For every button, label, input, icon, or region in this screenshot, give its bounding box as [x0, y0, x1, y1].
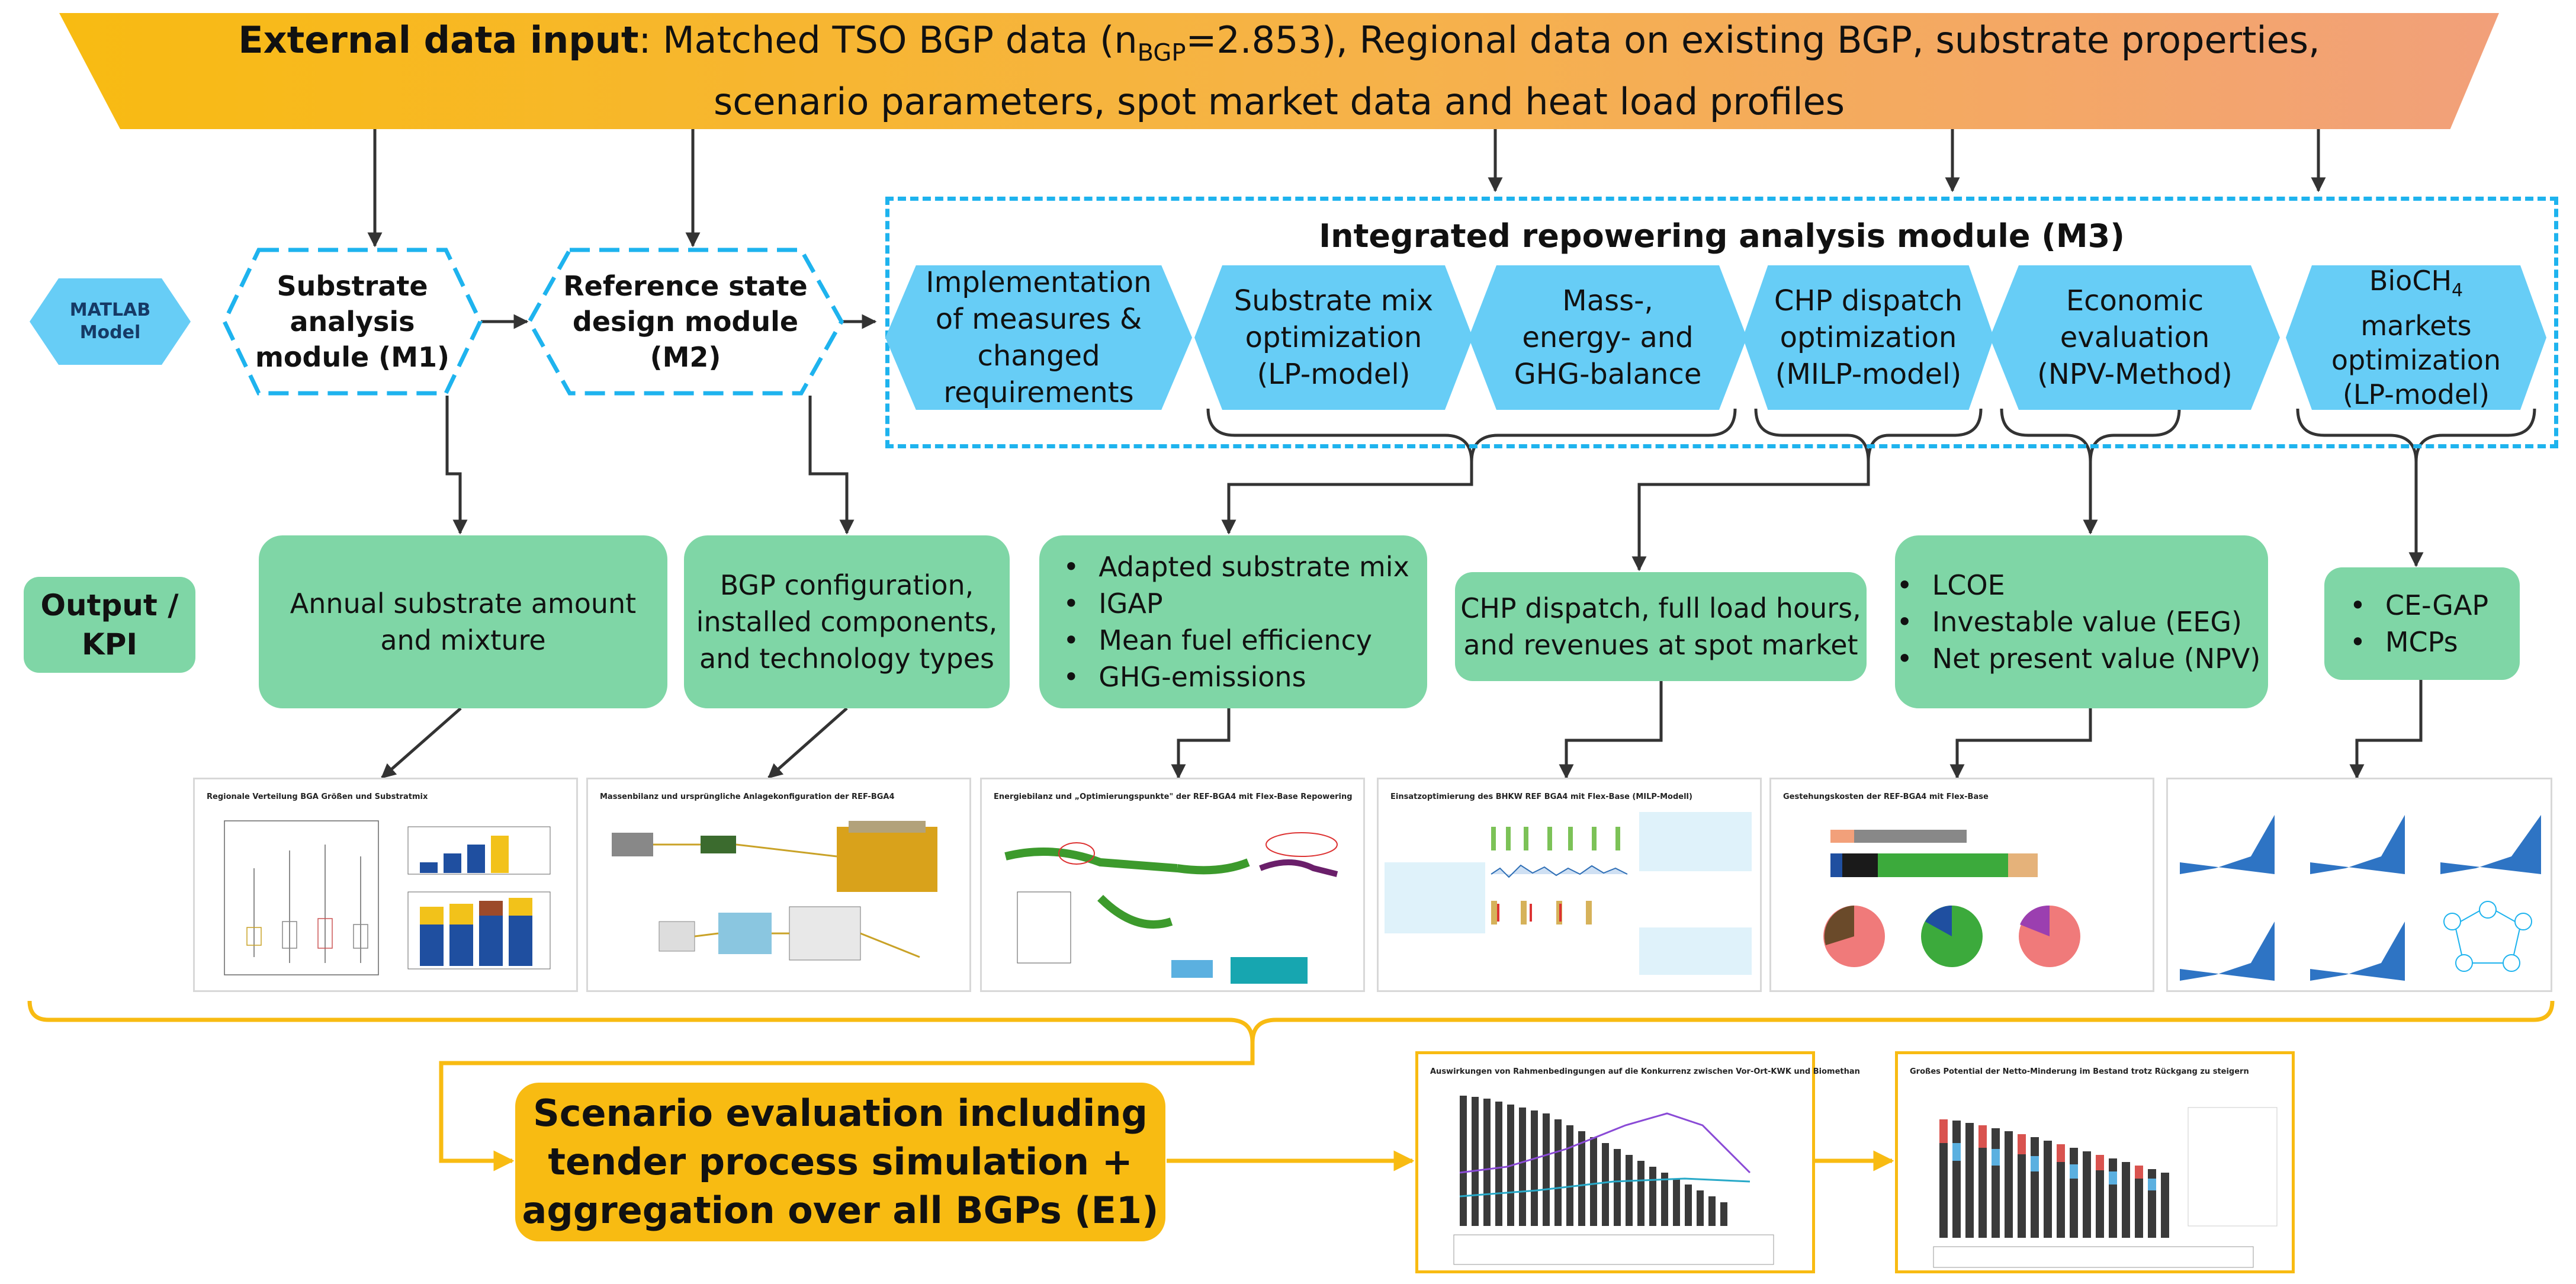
costs-sketch: [1823, 830, 2080, 967]
arrow-brace-o4: [1631, 462, 1870, 572]
m2-label: Reference state design module (M2): [563, 270, 808, 373]
arrow-m2-out: [808, 396, 855, 535]
scenario-competition-sketch: [1453, 1096, 1774, 1265]
dispatch-sketch: [1385, 812, 1752, 975]
banner-bold-label: External data input: [238, 18, 639, 62]
output-kpi-label: Output / KPI: [24, 577, 195, 673]
thumbnail-energy-balance: Energiebilanz und „Optimierungspunkte" d…: [980, 778, 1365, 992]
thumbnail-chp-dispatch: Einsatzoptimierung des BHKW REF BGA4 mit…: [1377, 778, 1762, 992]
output-market-kpis: CE-GAP MCPs: [2324, 567, 2520, 680]
output-annual-substrate: Annual substrate amount and mixture: [259, 535, 667, 708]
arrow-m1-out: [445, 396, 468, 535]
banner-line1-b: =2.853), Regional data on existing BGP, …: [1186, 18, 2320, 62]
thumbnail-generation-costs: Gestehungskosten der REF-BGA4 mit Flex-B…: [1769, 778, 2154, 992]
m3-step-chp-dispatch: CHP dispatch optimization (MILP-model): [1743, 265, 1994, 410]
m3-frame: [885, 197, 2558, 448]
kpi-mean-fuel-efficiency: Mean fuel efficiency: [1057, 622, 1409, 659]
process-scheme-sketch: [612, 821, 937, 961]
kpi-adapted-substrate-mix: Adapted substrate mix: [1057, 548, 1409, 585]
curves-sketch: [2180, 815, 2541, 981]
scenario-evaluation-box: Scenario evaluation including tender pro…: [515, 1083, 1165, 1241]
m3-title: Integrated repowering analysis module (M…: [1319, 217, 2125, 255]
kpi-mcps: MCPs: [2344, 624, 2488, 660]
output-chp-dispatch: CHP dispatch, full load hours, and reven…: [1455, 572, 1867, 681]
output-economic-kpis: LCOE Investable value (EEG) Net present …: [1895, 535, 2268, 708]
energy-balance-sketch: [1004, 832, 1338, 984]
brace-bottom: [27, 1000, 2555, 1043]
banner-line2: scenario parameters, spot market data an…: [713, 79, 1845, 123]
m3-step-economic-evaluation: Economic evaluation (NPV-Method): [1990, 265, 2280, 410]
banner-line1-a: : Matched TSO BGP data (n: [638, 18, 1138, 62]
external-data-banner: External data input: Matched TSO BGP dat…: [59, 13, 2499, 129]
arrow-o3-t3: [1171, 708, 1231, 779]
net-reduction-sketch: [1933, 1107, 2278, 1268]
arrow-o2-t2: [767, 707, 848, 779]
matlab-line2: Model: [79, 322, 141, 343]
banner-line1-sub: BGP: [1137, 39, 1186, 67]
m1-label: Substrate analysis module (M1): [255, 270, 450, 373]
arrow-o4-t4: [1559, 681, 1663, 779]
m3-step-implementation: Implementation of measures & changed req…: [885, 265, 1192, 410]
kpi-ghg-emissions: GHG-emissions: [1057, 659, 1409, 695]
matlab-line1: MATLAB: [69, 300, 151, 320]
kpi-ce-gap: CE-GAP: [2344, 587, 2488, 624]
thumbnail-scenario-competition: Auswirkungen von Rahmenbedingungen auf d…: [1415, 1051, 1860, 1273]
arrow-o1-t1: [381, 707, 462, 779]
kpi-investable-value: Investable value (EEG): [1891, 604, 2261, 640]
matlab-model-hex: MATLAB Model: [30, 278, 191, 365]
arrow-brace-scenario: [439, 1042, 1255, 1171]
kpi-net-present-value: Net present value (NPV): [1891, 640, 2261, 677]
m1-hex-outline: [222, 248, 483, 396]
thumbnail-net-reduction: Großes Potential der Netto-Minderung im …: [1895, 1051, 2295, 1273]
m3-step-biomethane-markets: BioCH4 markets optimization (LP-model): [2286, 265, 2546, 410]
output-bgp-configuration: BGP configuration, installed components,…: [684, 535, 1010, 708]
thumbnail-regional-distribution: Regionale Verteilung BGA Größen und Subs…: [193, 778, 578, 992]
kpi-lcoe: LCOE: [1891, 567, 2261, 604]
thumbnail-mass-balance: Massenbilanz und ursprüngliche Anlagekon…: [586, 778, 971, 992]
arrow-brace-o3: [1221, 462, 1473, 535]
m3-step-substrate-mix: Substrate mix optimization (LP-model): [1194, 265, 1473, 410]
arrow-o5-t5: [1949, 708, 2092, 779]
arrow-o6-t6: [2349, 680, 2423, 779]
boxplot-sketch: [224, 820, 551, 975]
output-substrate-kpis: Adapted substrate mix IGAP Mean fuel eff…: [1039, 535, 1427, 708]
m3-step-mass-energy-balance: Mass-, energy- and GHG-balance: [1469, 265, 1747, 410]
thumbnail-market-curves: [2166, 778, 2552, 992]
kpi-igap: IGAP: [1057, 585, 1409, 622]
m2-hex-outline: [527, 248, 844, 396]
